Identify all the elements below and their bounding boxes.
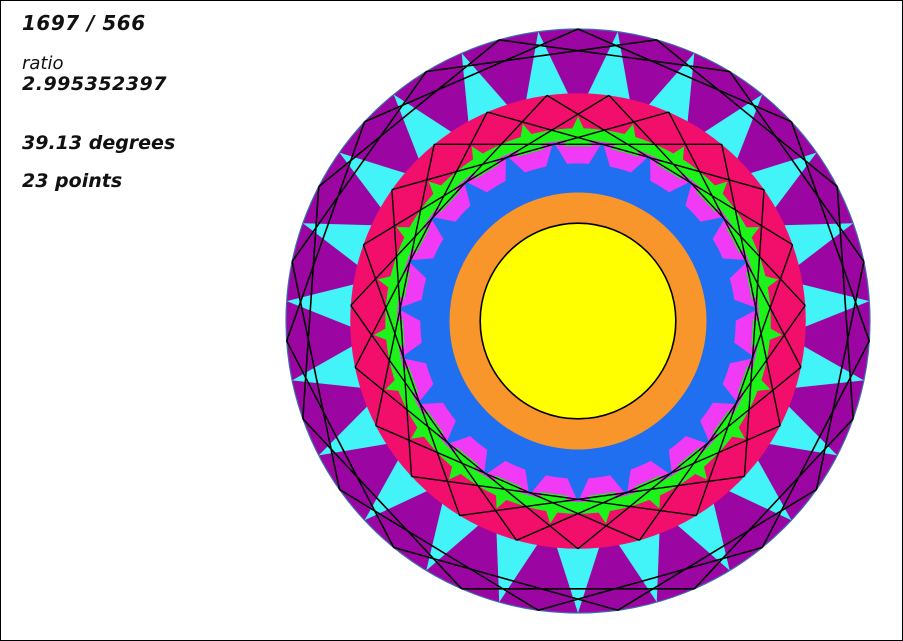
center-circle — [480, 223, 676, 419]
center-disk — [480, 223, 676, 419]
